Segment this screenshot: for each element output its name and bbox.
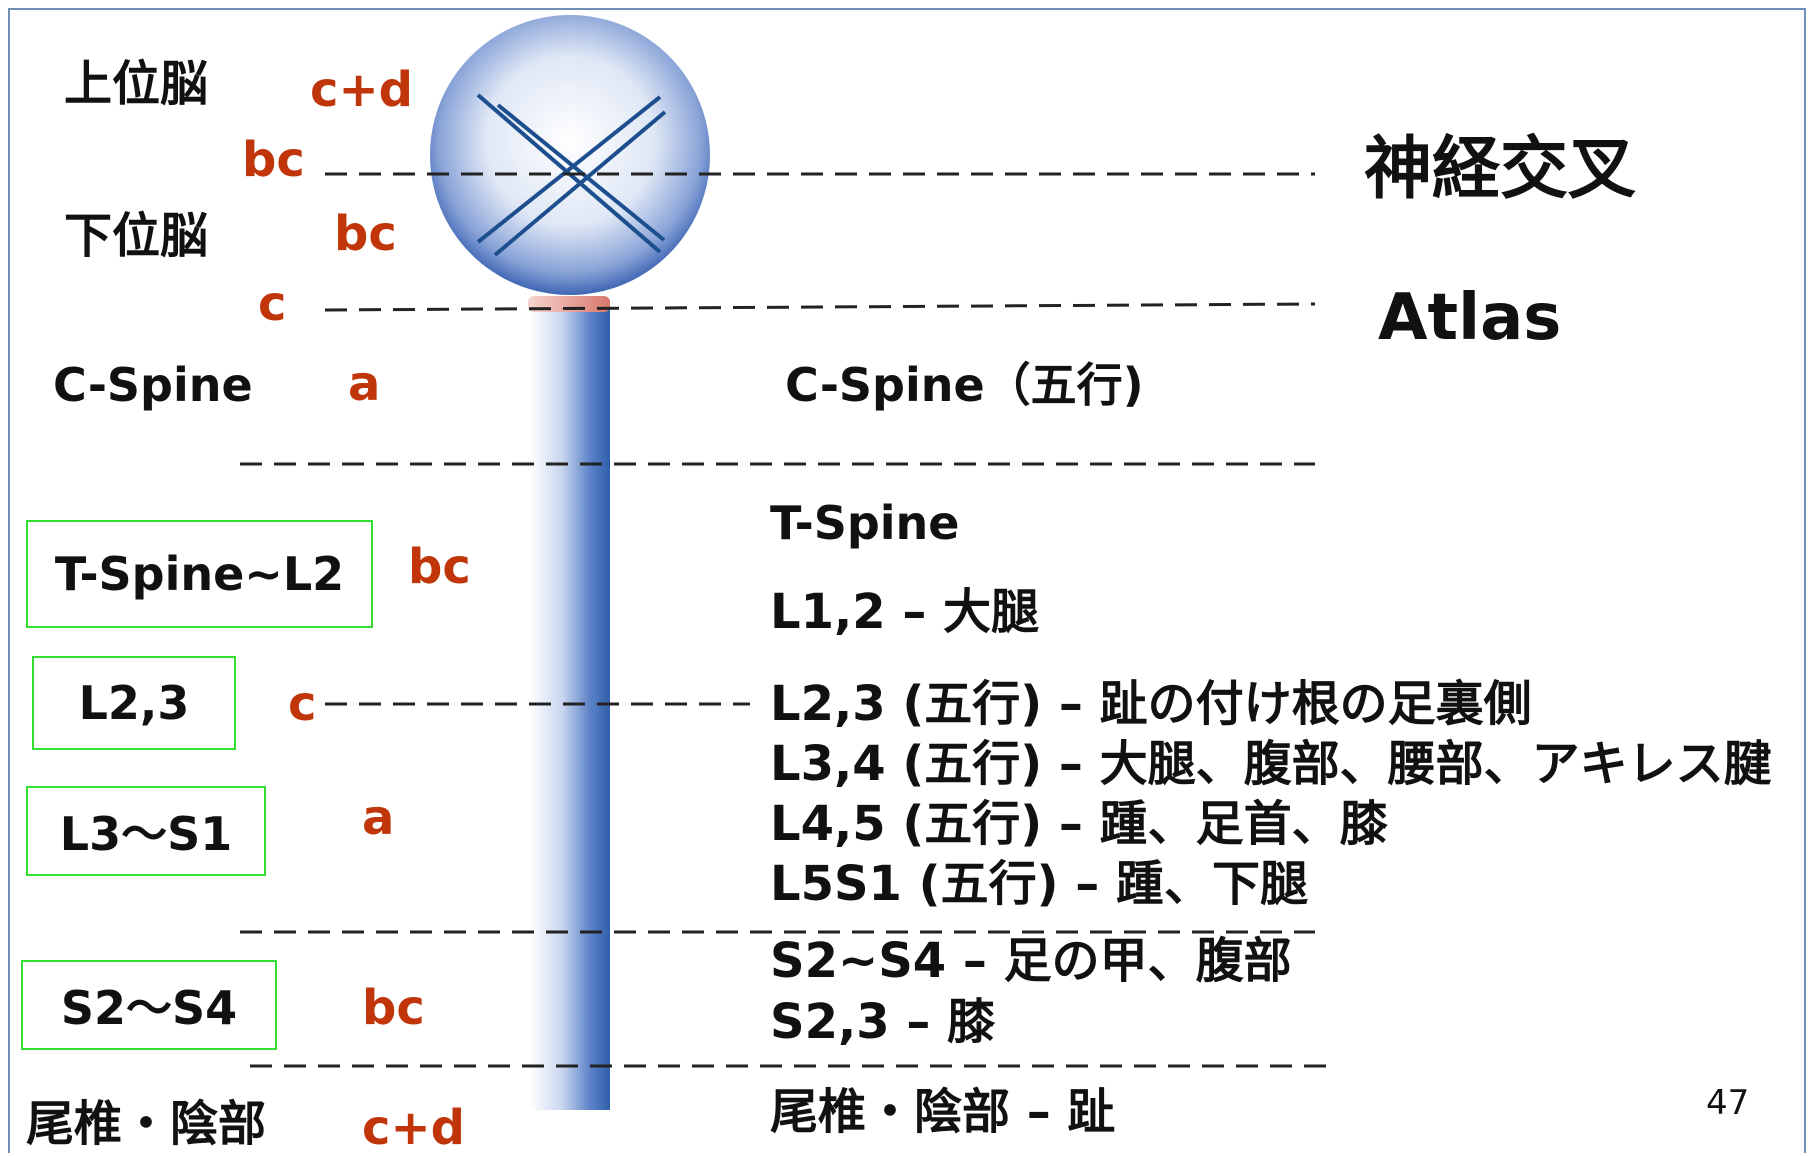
slide-frame [8, 8, 1806, 1153]
l12-label: L1,2 – 大腿 [770, 584, 1040, 640]
s23-label: S2,3 – 膝 [770, 994, 996, 1050]
l45-label: L4,5 (五行) – 踵、足首、膝 [770, 796, 1388, 852]
l34-label: L3,4 (五行) – 大腿、腹部、腰部、アキレス腱 [770, 736, 1772, 792]
page-number: 47 [1706, 1083, 1750, 1123]
coccyx-right-label: 尾椎・陰部 – 趾 [770, 1084, 1116, 1140]
c-spine-gogyo-label: C-Spine（五行) [785, 358, 1144, 412]
s2s4-label: S2~S4 – 足の甲、腹部 [770, 933, 1292, 989]
code-c-atlas: c [258, 276, 287, 332]
code-a-l3s1: a [362, 790, 395, 846]
box-t-spine-l2-label: T-Spine~L2 [54, 547, 345, 601]
code-bc-top: bc [242, 132, 305, 188]
box-l3-s1: L3〜S1 [26, 786, 266, 876]
atlas-level-line [324, 302, 1316, 312]
code-bc-lower-brain: bc [334, 206, 397, 262]
atlas-label: Atlas [1378, 281, 1562, 355]
t-spine-label: T-Spine [770, 496, 960, 550]
chiasm-label: 神経交叉 [1364, 130, 1637, 209]
box-s2-s4-label: S2〜S4 [60, 981, 238, 1035]
lower-brain-label: 下位脳 [64, 208, 209, 264]
code-a-cspine: a [348, 356, 381, 412]
c-spine-label: C-Spine [53, 358, 253, 412]
code-c-l23: c [288, 676, 317, 732]
code-bc-s2s4: bc [362, 980, 425, 1036]
code-upper-cd: c+d [310, 62, 414, 118]
l5s1-label: L5S1 (五行) – 踵、下腿 [770, 856, 1308, 912]
box-l23: L2,3 [32, 656, 236, 750]
coccyx-label: 尾椎・陰部 [26, 1096, 267, 1152]
box-l3-s1-label: L3〜S1 [59, 807, 233, 861]
l23-label: L2,3 (五行) – 趾の付け根の足裏側 [770, 676, 1532, 732]
brain-sphere [430, 15, 710, 295]
box-l23-label: L2,3 [78, 676, 190, 730]
box-s2-s4: S2〜S4 [21, 960, 277, 1050]
box-t-spine-l2: T-Spine~L2 [26, 520, 373, 628]
code-cd-coccyx: c+d [362, 1100, 466, 1156]
code-bc-tspine: bc [408, 539, 471, 595]
upper-brain-label: 上位脳 [64, 56, 209, 112]
